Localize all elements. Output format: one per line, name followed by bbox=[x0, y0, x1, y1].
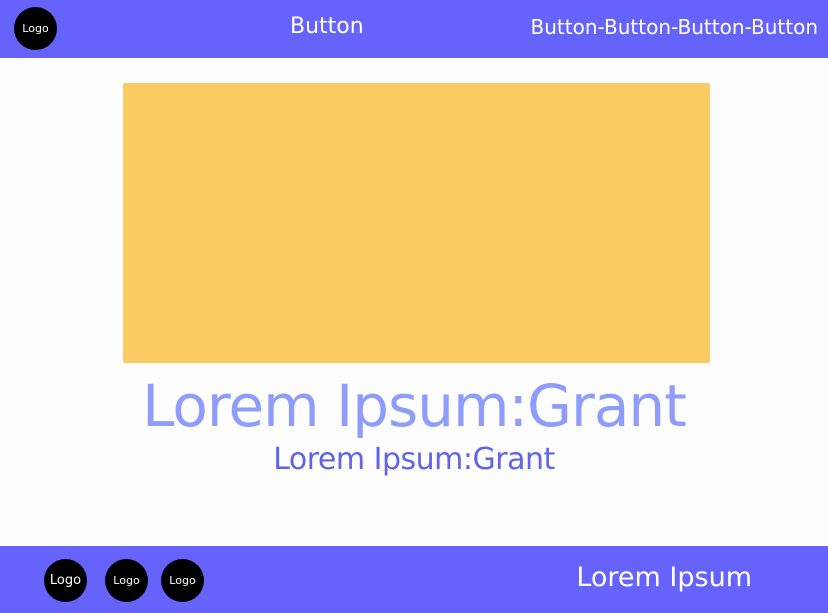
footer-text: Lorem Ipsum bbox=[576, 562, 752, 593]
footer-logo-1[interactable]: Logo bbox=[44, 559, 87, 602]
header-logo[interactable]: Logo bbox=[14, 7, 57, 50]
header-center-button[interactable]: Button bbox=[290, 14, 364, 39]
headline-small: Lorem Ipsum:Grant bbox=[273, 442, 555, 477]
footer-logo-3[interactable]: Logo bbox=[161, 559, 204, 602]
header-right-button[interactable]: Button-Button-Button-Button bbox=[530, 15, 818, 39]
footer-bar: Logo Logo Logo Lorem Ipsum bbox=[0, 546, 828, 613]
footer-logo-2[interactable]: Logo bbox=[105, 559, 148, 602]
hero-image-placeholder bbox=[123, 83, 710, 363]
header-bar: Logo Button Button-Button-Button-Button bbox=[0, 0, 828, 58]
headline-large: Lorem Ipsum:Grant bbox=[142, 372, 687, 440]
